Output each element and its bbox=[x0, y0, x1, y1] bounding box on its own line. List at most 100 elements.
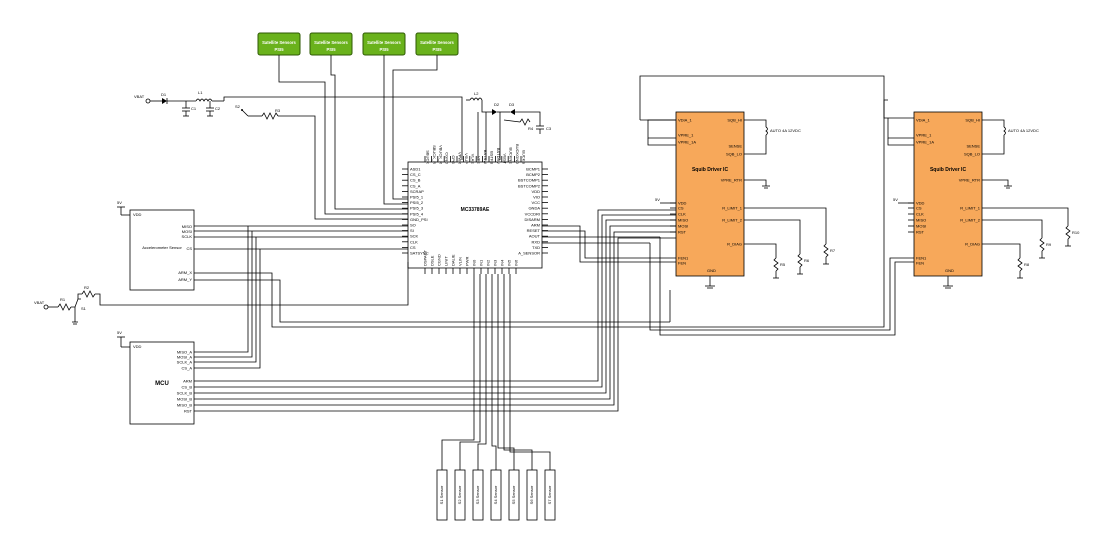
main-ic-left-pin: PSI5_4 bbox=[410, 211, 424, 216]
satellite-sensor-2: Satellite Sensors PSI5 bbox=[309, 32, 353, 56]
bottom-sensor-label: S1 Sensor bbox=[439, 485, 444, 504]
accel-pin-cs: CS bbox=[186, 246, 192, 251]
squib-2-load-label: AUTO 4A 12VDC bbox=[1008, 128, 1039, 133]
squib-left-pin: VDIA_1 bbox=[916, 118, 931, 123]
r1-label: R1 bbox=[60, 297, 66, 302]
main-ic-left-pin: SO bbox=[410, 223, 416, 228]
bottom-sensor-box bbox=[544, 469, 556, 521]
vbat-label-2: VBAT bbox=[34, 300, 45, 305]
main-ic-right-pins: BCMP1BCMP2BSTCOMP1BSTCOMP2VDDVIOVCCGNDAV… bbox=[518, 167, 548, 256]
main-ic-top-pin: BSTSW bbox=[483, 150, 488, 164]
squib-2-gnd: GND bbox=[945, 268, 954, 273]
accel-pin-sclk: SCLK bbox=[182, 234, 193, 239]
squib-left-pin: MISO bbox=[678, 218, 688, 223]
mcu-pin-label: SCLK_A bbox=[177, 360, 193, 365]
main-ic-top-pin: BUCKS bbox=[522, 150, 527, 164]
satellite-sensor-1-sub: PSI5 bbox=[274, 47, 284, 52]
main-ic-right-pin: A_SENSOR bbox=[518, 251, 540, 256]
main-ic-bottom-pin: LINIT bbox=[444, 256, 449, 266]
resistor-label: R10 bbox=[1072, 230, 1080, 235]
squib-left-pin: VPRE_1 bbox=[916, 133, 932, 138]
main-ic-right-pin: BCMP2 bbox=[526, 172, 541, 177]
squib-right-pin: R_LIMIT_2 bbox=[722, 218, 743, 223]
main-ic-top-pin: VBUCK_R bbox=[438, 145, 443, 164]
squib-left-pin: VPRE_1A bbox=[916, 140, 934, 145]
vbat-terminal-1 bbox=[145, 98, 151, 104]
squib-left-pin: FEN bbox=[916, 261, 924, 266]
resistor bbox=[823, 243, 829, 258]
satellite-sensor-1: Satellite Sensors PSI5 bbox=[257, 32, 301, 56]
main-ic-right-pin: RESET bbox=[527, 228, 541, 233]
s1-label: S1 bbox=[81, 306, 87, 311]
squib-left-pin: CS bbox=[916, 206, 922, 211]
main-ic-right-pin: BSTCOMP2 bbox=[518, 183, 541, 188]
squib-1-load-label: AUTO 4A 12VDC bbox=[770, 128, 801, 133]
squib-left-pin: FEN1 bbox=[916, 256, 927, 261]
resistor-r1 bbox=[57, 303, 72, 311]
bottom-sensor-label: S5 Sensor bbox=[511, 485, 516, 504]
squib-1-gnd: GND bbox=[707, 268, 716, 273]
satellite-sensor-3-sub: PSI5 bbox=[379, 47, 389, 52]
main-ic-right-pin: VDD bbox=[532, 189, 541, 194]
main-ic-top-pin: VBST bbox=[502, 154, 507, 165]
resistor-r3 bbox=[261, 112, 279, 120]
main-ic-top-pin: BSTDRV bbox=[496, 148, 501, 164]
squib-right-pin: R_LIMIT_2 bbox=[960, 218, 981, 223]
mcu-pin-label: SCLK_B bbox=[177, 391, 193, 396]
diode-d2 bbox=[492, 109, 497, 115]
d1-label: D1 bbox=[161, 92, 167, 97]
satellite-sensor-3: Satellite Sensors PSI5 bbox=[362, 32, 406, 56]
accel-pin-mosi: MOSI bbox=[182, 229, 192, 234]
squib-left-pin: CS bbox=[678, 206, 684, 211]
bottom-sensor-box bbox=[508, 469, 520, 521]
vbat-label-1: VBAT bbox=[134, 94, 145, 99]
resistor bbox=[773, 257, 779, 272]
vbat-terminal-2 bbox=[43, 304, 49, 310]
bottom-sensor-box bbox=[490, 469, 502, 521]
mcu-vdd: VDD bbox=[133, 344, 142, 349]
bottom-sensor-label: S7 Sensor bbox=[547, 485, 552, 504]
main-ic-right-pin: BSTCOMP1 bbox=[518, 178, 541, 183]
squib-left-pin: VDIA_1 bbox=[678, 118, 693, 123]
satellite-sensor-2-title: Satellite Sensors bbox=[314, 40, 348, 45]
squib-right-pin: VPRE_RTR bbox=[721, 178, 742, 183]
squib-right-pin: SENSE bbox=[966, 144, 980, 149]
main-ic-bottom-pin: IN5 bbox=[507, 259, 512, 266]
main-ic-left-pin: CLK bbox=[410, 239, 418, 244]
main-ic-left-pin: GND_PSI bbox=[410, 217, 428, 222]
squib-right-pin: R_DIAG bbox=[727, 242, 742, 247]
squib-1-title: Squib Driver IC bbox=[692, 167, 729, 173]
main-ic-bottom-pin: IN3 bbox=[493, 259, 498, 266]
main-ic-right-pin: GNDA bbox=[528, 206, 540, 211]
main-ic-right-pin: VCCDRI bbox=[525, 211, 540, 216]
main-ic-bottom-pin: IN2 bbox=[486, 259, 491, 266]
l2-label: L2 bbox=[474, 91, 479, 96]
main-ic-top-pin: BSTFB bbox=[490, 151, 495, 164]
accel-title: Accelerometer Sensor bbox=[142, 245, 182, 250]
satellite-wires bbox=[278, 55, 438, 215]
squib-2-title: Squib Driver IC bbox=[930, 167, 967, 173]
squib-left-pin: MISO bbox=[916, 218, 926, 223]
main-ic-left-pin: CS_A bbox=[410, 183, 421, 188]
main-ic-bottom-pin: CGND bbox=[437, 254, 442, 266]
main-ic-left-pin: SCRAP bbox=[410, 189, 424, 194]
c3-label: C3 bbox=[546, 126, 552, 131]
s2-label: S2 bbox=[235, 104, 241, 109]
resistor-r4 bbox=[519, 118, 531, 126]
mcu-pins: MISO_AMOSI_ASCLK_ACS_AARMCS_BSCLK_BMOSI_… bbox=[177, 350, 193, 414]
main-ic-left-pin: PSI5_2 bbox=[410, 200, 424, 205]
resistor-r2 bbox=[81, 290, 96, 298]
squib-left-pin: FEN bbox=[678, 261, 686, 266]
satellite-sensor-4: Satellite Sensors PSI5 bbox=[415, 32, 459, 56]
resistor-label: R5 bbox=[780, 262, 786, 267]
main-ic-left-pin: PSI5_3 bbox=[410, 206, 424, 211]
bottom-sensor-label: S4 Sensor bbox=[493, 485, 498, 504]
resistor bbox=[1065, 225, 1071, 240]
main-ic-right-pin: AOUT bbox=[529, 234, 541, 239]
d3-label: D3 bbox=[509, 102, 515, 107]
bottom-sensor-box bbox=[472, 469, 484, 521]
bottom-sensor-box bbox=[436, 469, 448, 521]
